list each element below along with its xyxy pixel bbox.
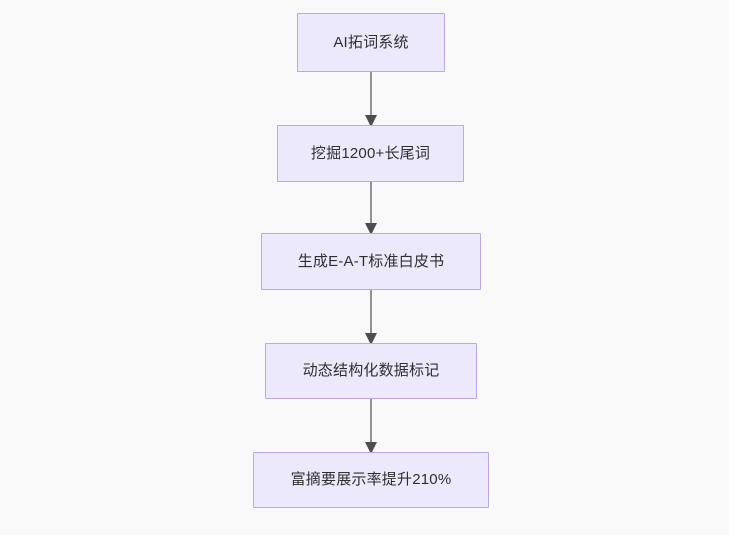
edge-node2-to-node3 — [365, 182, 377, 235]
flow-node-rich-snippet-result[interactable]: 富摘要展示率提升210% — [253, 452, 489, 508]
flow-node-ai-keyword-system[interactable]: AI拓词系统 — [297, 13, 445, 72]
arrowhead-icon — [365, 223, 377, 235]
flow-node-label: 挖掘1200+长尾词 — [310, 144, 431, 162]
flow-node-eat-whitepaper[interactable]: 生成E-A-T标准白皮书 — [261, 233, 481, 290]
flow-node-label: 生成E-A-T标准白皮书 — [297, 252, 445, 270]
flow-node-longtail-keywords[interactable]: 挖掘1200+长尾词 — [277, 125, 464, 182]
arrowhead-icon — [365, 442, 377, 454]
arrowhead-icon — [365, 115, 377, 127]
edge-node3-to-node4 — [365, 290, 377, 345]
flow-node-structured-data-markup[interactable]: 动态结构化数据标记 — [265, 343, 477, 399]
flow-node-label: 动态结构化数据标记 — [302, 362, 440, 379]
flow-node-label: 富摘要展示率提升210% — [290, 471, 452, 488]
arrowhead-icon — [365, 333, 377, 345]
edge-node4-to-node5 — [365, 399, 377, 454]
edge-node1-to-node2 — [365, 72, 377, 127]
flow-node-label: AI拓词系统 — [333, 33, 409, 51]
